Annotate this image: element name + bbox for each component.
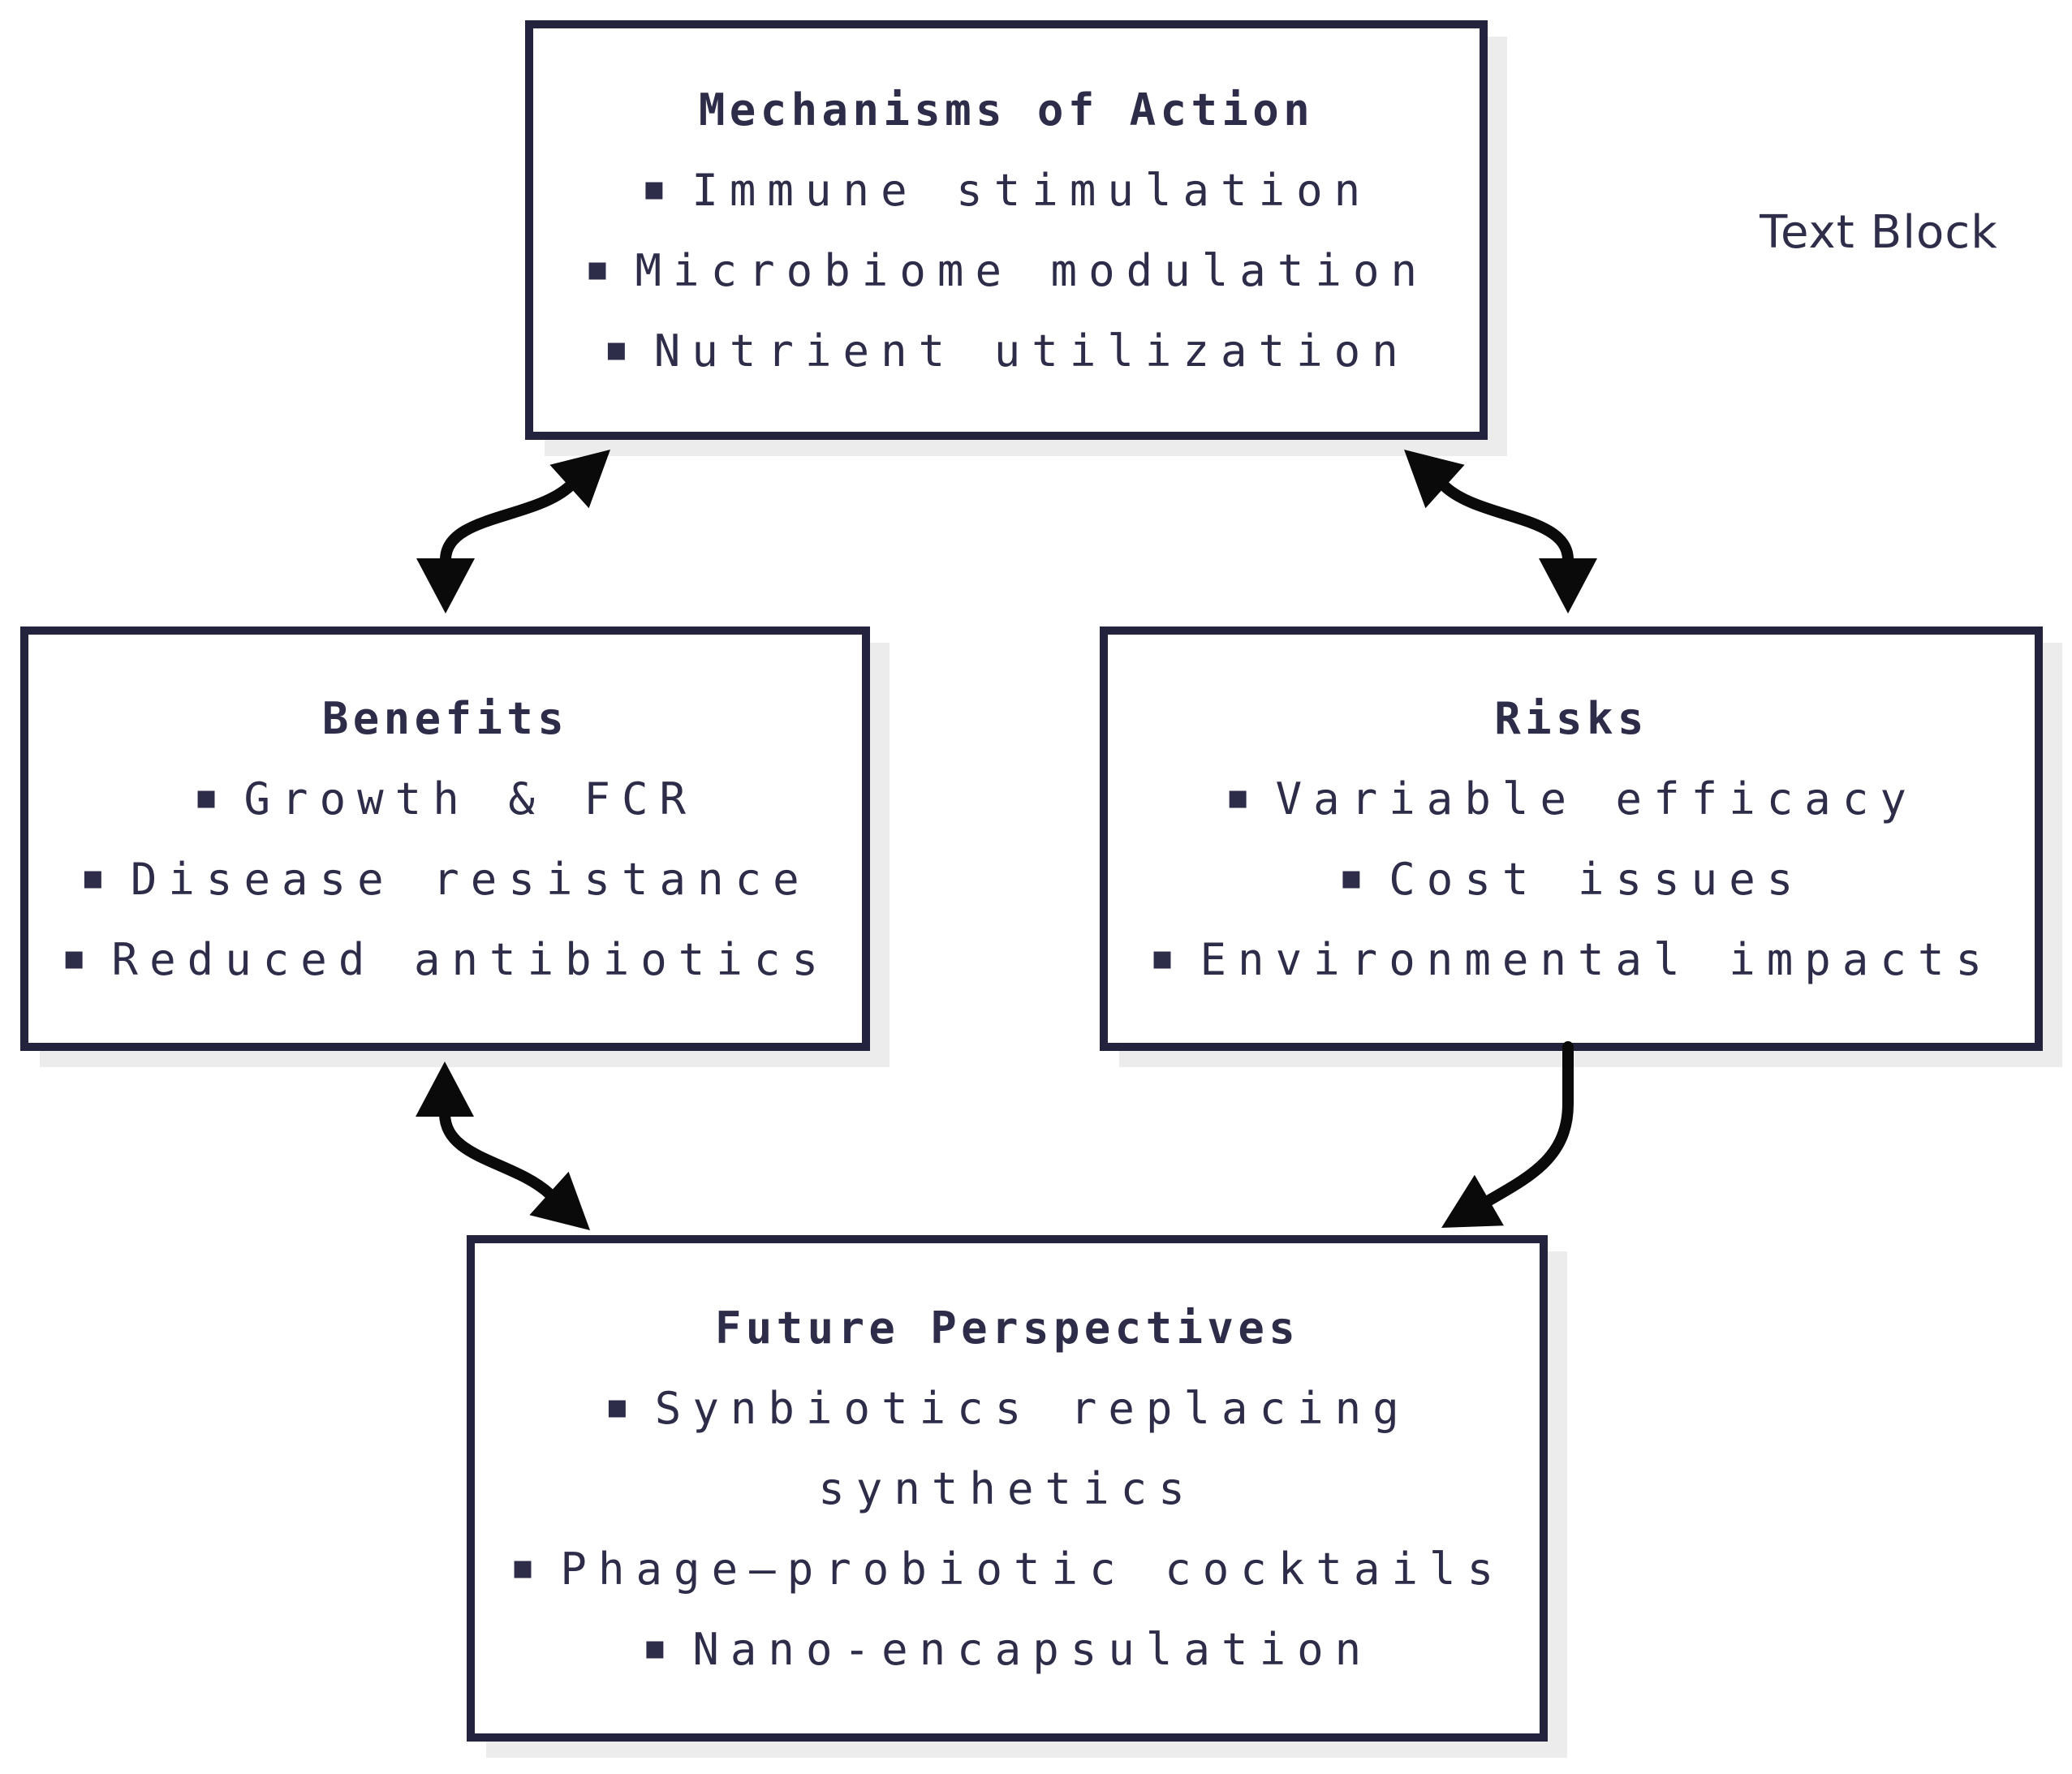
bullet-item: ▪Microbiome modulation xyxy=(584,230,1428,311)
edge-mechanisms-benefits[interactable] xyxy=(416,450,610,614)
bullet-item: ▪Reduced antibiotics xyxy=(61,919,829,1000)
bullet-square-icon: ▪ xyxy=(1225,769,1263,821)
bullet-square-icon: ▪ xyxy=(604,1379,642,1431)
bullet-item: ▪Disease resistance xyxy=(80,839,810,919)
bullet-text: Growth & FCR xyxy=(243,773,698,825)
text-block-label[interactable]: Text Block xyxy=(1760,206,1998,259)
bullet-text: Reduced antibiotics xyxy=(111,933,830,985)
bullet-item: ▪Immune stimulation xyxy=(641,150,1372,230)
bullet-text: Microbiome modulation xyxy=(635,244,1429,296)
bullet-item: ▪Nano-encapsulation xyxy=(642,1609,1372,1690)
node-future-perspectives[interactable]: Future Perspectives ▪Synbiotics replacin… xyxy=(467,1235,1548,1742)
bullet-square-icon: ▪ xyxy=(60,930,99,982)
bullet-item: ▪Phage–probiotic cocktails xyxy=(510,1529,1505,1609)
edge-benefits-future[interactable] xyxy=(416,1061,590,1230)
bullet-square-icon: ▪ xyxy=(1338,850,1376,902)
node-title: Future Perspectives xyxy=(714,1302,1300,1354)
bullet-text: Phage–probiotic cocktails xyxy=(560,1543,1506,1595)
bullet-square-icon: ▪ xyxy=(80,850,118,902)
bullet-square-icon: ▪ xyxy=(603,321,641,373)
bullet-item: ▪Cost issues xyxy=(1338,839,1805,919)
bullet-item: ▪Growth & FCR xyxy=(193,759,697,839)
node-title: Mechanisms of Action xyxy=(698,84,1315,136)
bullet-text: Nutrient utilization xyxy=(653,325,1410,377)
edge-risks-future[interactable] xyxy=(1441,1041,1574,1228)
bullet-text: Environmental impacts xyxy=(1200,933,1994,985)
bullet-text: Variable efficacy xyxy=(1275,773,1918,825)
bullet-text: Nano-encapsulation xyxy=(692,1623,1373,1675)
bullet-square-icon: ▪ xyxy=(509,1539,548,1591)
edge-mechanisms-risks[interactable] xyxy=(1404,450,1597,614)
node-risks[interactable]: Risks ▪Variable efficacy ▪Cost issues ▪E… xyxy=(1100,626,2043,1051)
bullet-square-icon: ▪ xyxy=(641,1620,680,1672)
bullet-text: Cost issues xyxy=(1389,853,1805,905)
bullet-item: ▪Nutrient utilization xyxy=(603,311,1410,391)
bullet-square-icon: ▪ xyxy=(584,241,622,293)
bullet-text: Immune stimulation xyxy=(691,164,1372,216)
bullet-square-icon: ▪ xyxy=(192,769,231,821)
bullet-square-icon: ▪ xyxy=(640,161,679,213)
bullet-square-icon: ▪ xyxy=(1148,930,1187,982)
bullet-item: ▪Synbiotics replacing synthetics xyxy=(499,1368,1515,1529)
node-title: Risks xyxy=(1494,692,1648,744)
node-benefits[interactable]: Benefits ▪Growth & FCR ▪Disease resistan… xyxy=(20,626,870,1051)
bullet-text: Synbiotics replacing synthetics xyxy=(654,1382,1411,1514)
bullet-text: Disease resistance xyxy=(130,853,811,905)
node-mechanisms-of-action[interactable]: Mechanisms of Action ▪Immune stimulation… xyxy=(525,20,1488,440)
node-title: Benefits xyxy=(321,692,569,744)
bullet-item: ▪Environmental impacts xyxy=(1149,919,1993,1000)
bullet-item: ▪Variable efficacy xyxy=(1225,759,1918,839)
